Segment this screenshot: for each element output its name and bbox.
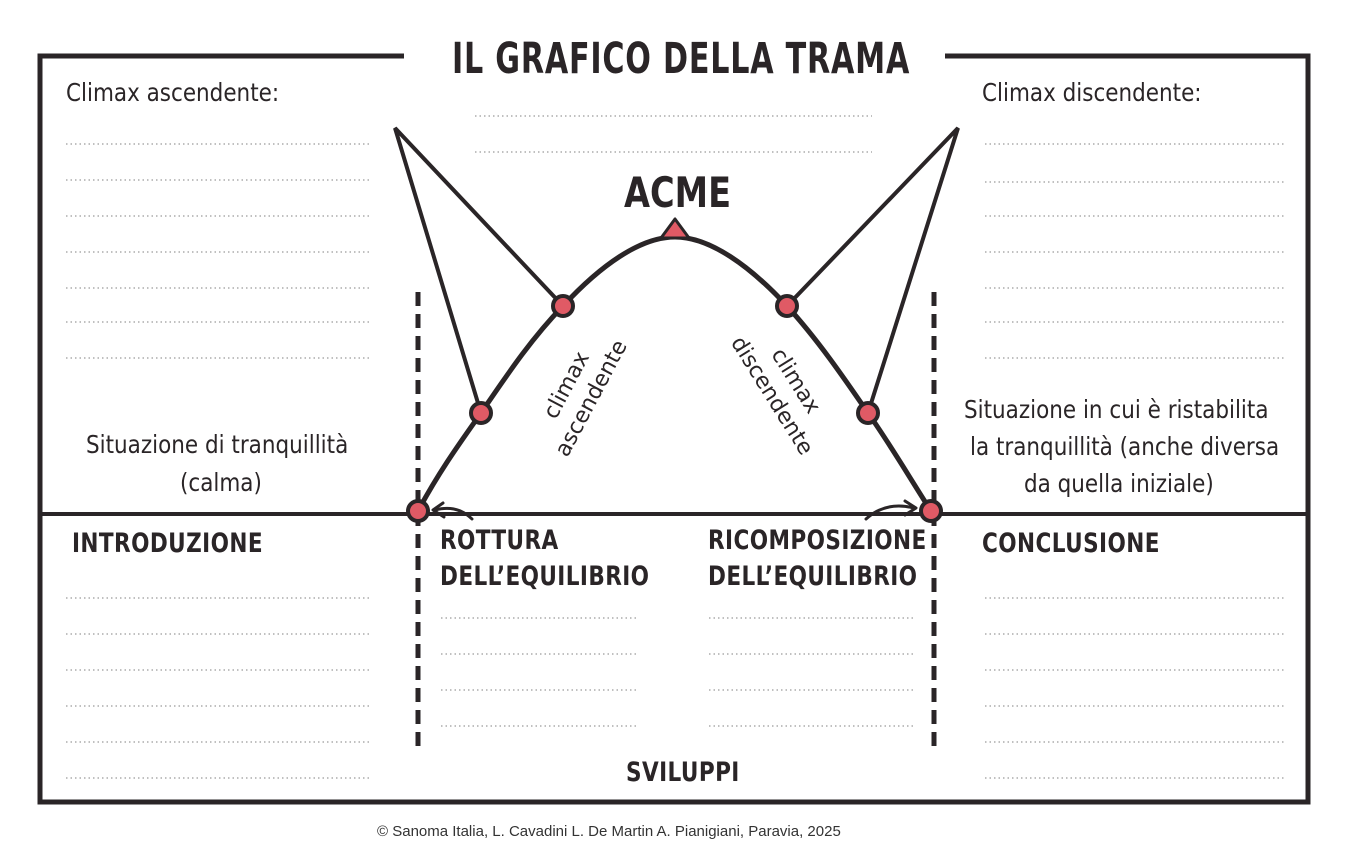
conclusione-label: CONCLUSIONE (982, 528, 1160, 559)
climax-ascendente-heading: Climax ascendente: (66, 78, 280, 107)
writing-lines (66, 115, 1284, 779)
plot-curve (415, 234, 934, 514)
point-ricomposizione (919, 499, 943, 523)
frame-border (37, 53, 1311, 805)
rottura-line1: ROTTURA (440, 525, 559, 556)
ricomposizione-line2: DELL’EQUILIBRIO (708, 561, 918, 592)
point-climax-disc-1 (775, 294, 799, 318)
point-climax-disc-2 (856, 401, 880, 425)
introduzione-label: INTRODUZIONE (72, 528, 264, 559)
ristabilita-line1: Situazione in cui è ristabilita (964, 395, 1269, 424)
point-climax-asc-2 (551, 294, 575, 318)
climax-discendente-heading: Climax discendente: (982, 78, 1202, 107)
page-title: IL GRAFICO DELLA TRAMA (452, 34, 911, 84)
point-climax-asc-1 (469, 401, 493, 425)
tranquillita-line2: (calma) (180, 468, 262, 497)
left-spike (393, 126, 565, 414)
ristabilita-line3: da quella iniziale) (1024, 469, 1214, 498)
point-rottura (406, 499, 430, 523)
ristabilita-line2: la tranquillità (anche diversa (970, 432, 1280, 461)
arrow-ricomposizione (864, 499, 918, 521)
climax-discendente-rotated-label: climax discendente (725, 332, 825, 459)
acme-label: ACME (624, 168, 732, 217)
right-spike (785, 126, 960, 414)
ricomposizione-line1: RICOMPOSIZIONE (708, 525, 927, 556)
arrow-rottura (431, 501, 474, 521)
copyright-credit: © Sanoma Italia, L. Cavadini L. De Marti… (377, 823, 841, 840)
acme-marker (659, 217, 691, 240)
rottura-line2: DELL’EQUILIBRIO (440, 561, 650, 592)
climax-ascendente-rotated-label: climax ascendente (539, 336, 633, 461)
tranquillita-line1: Situazione di tranquillità (86, 430, 349, 459)
sviluppi-label: SVILUPPI (626, 757, 740, 788)
